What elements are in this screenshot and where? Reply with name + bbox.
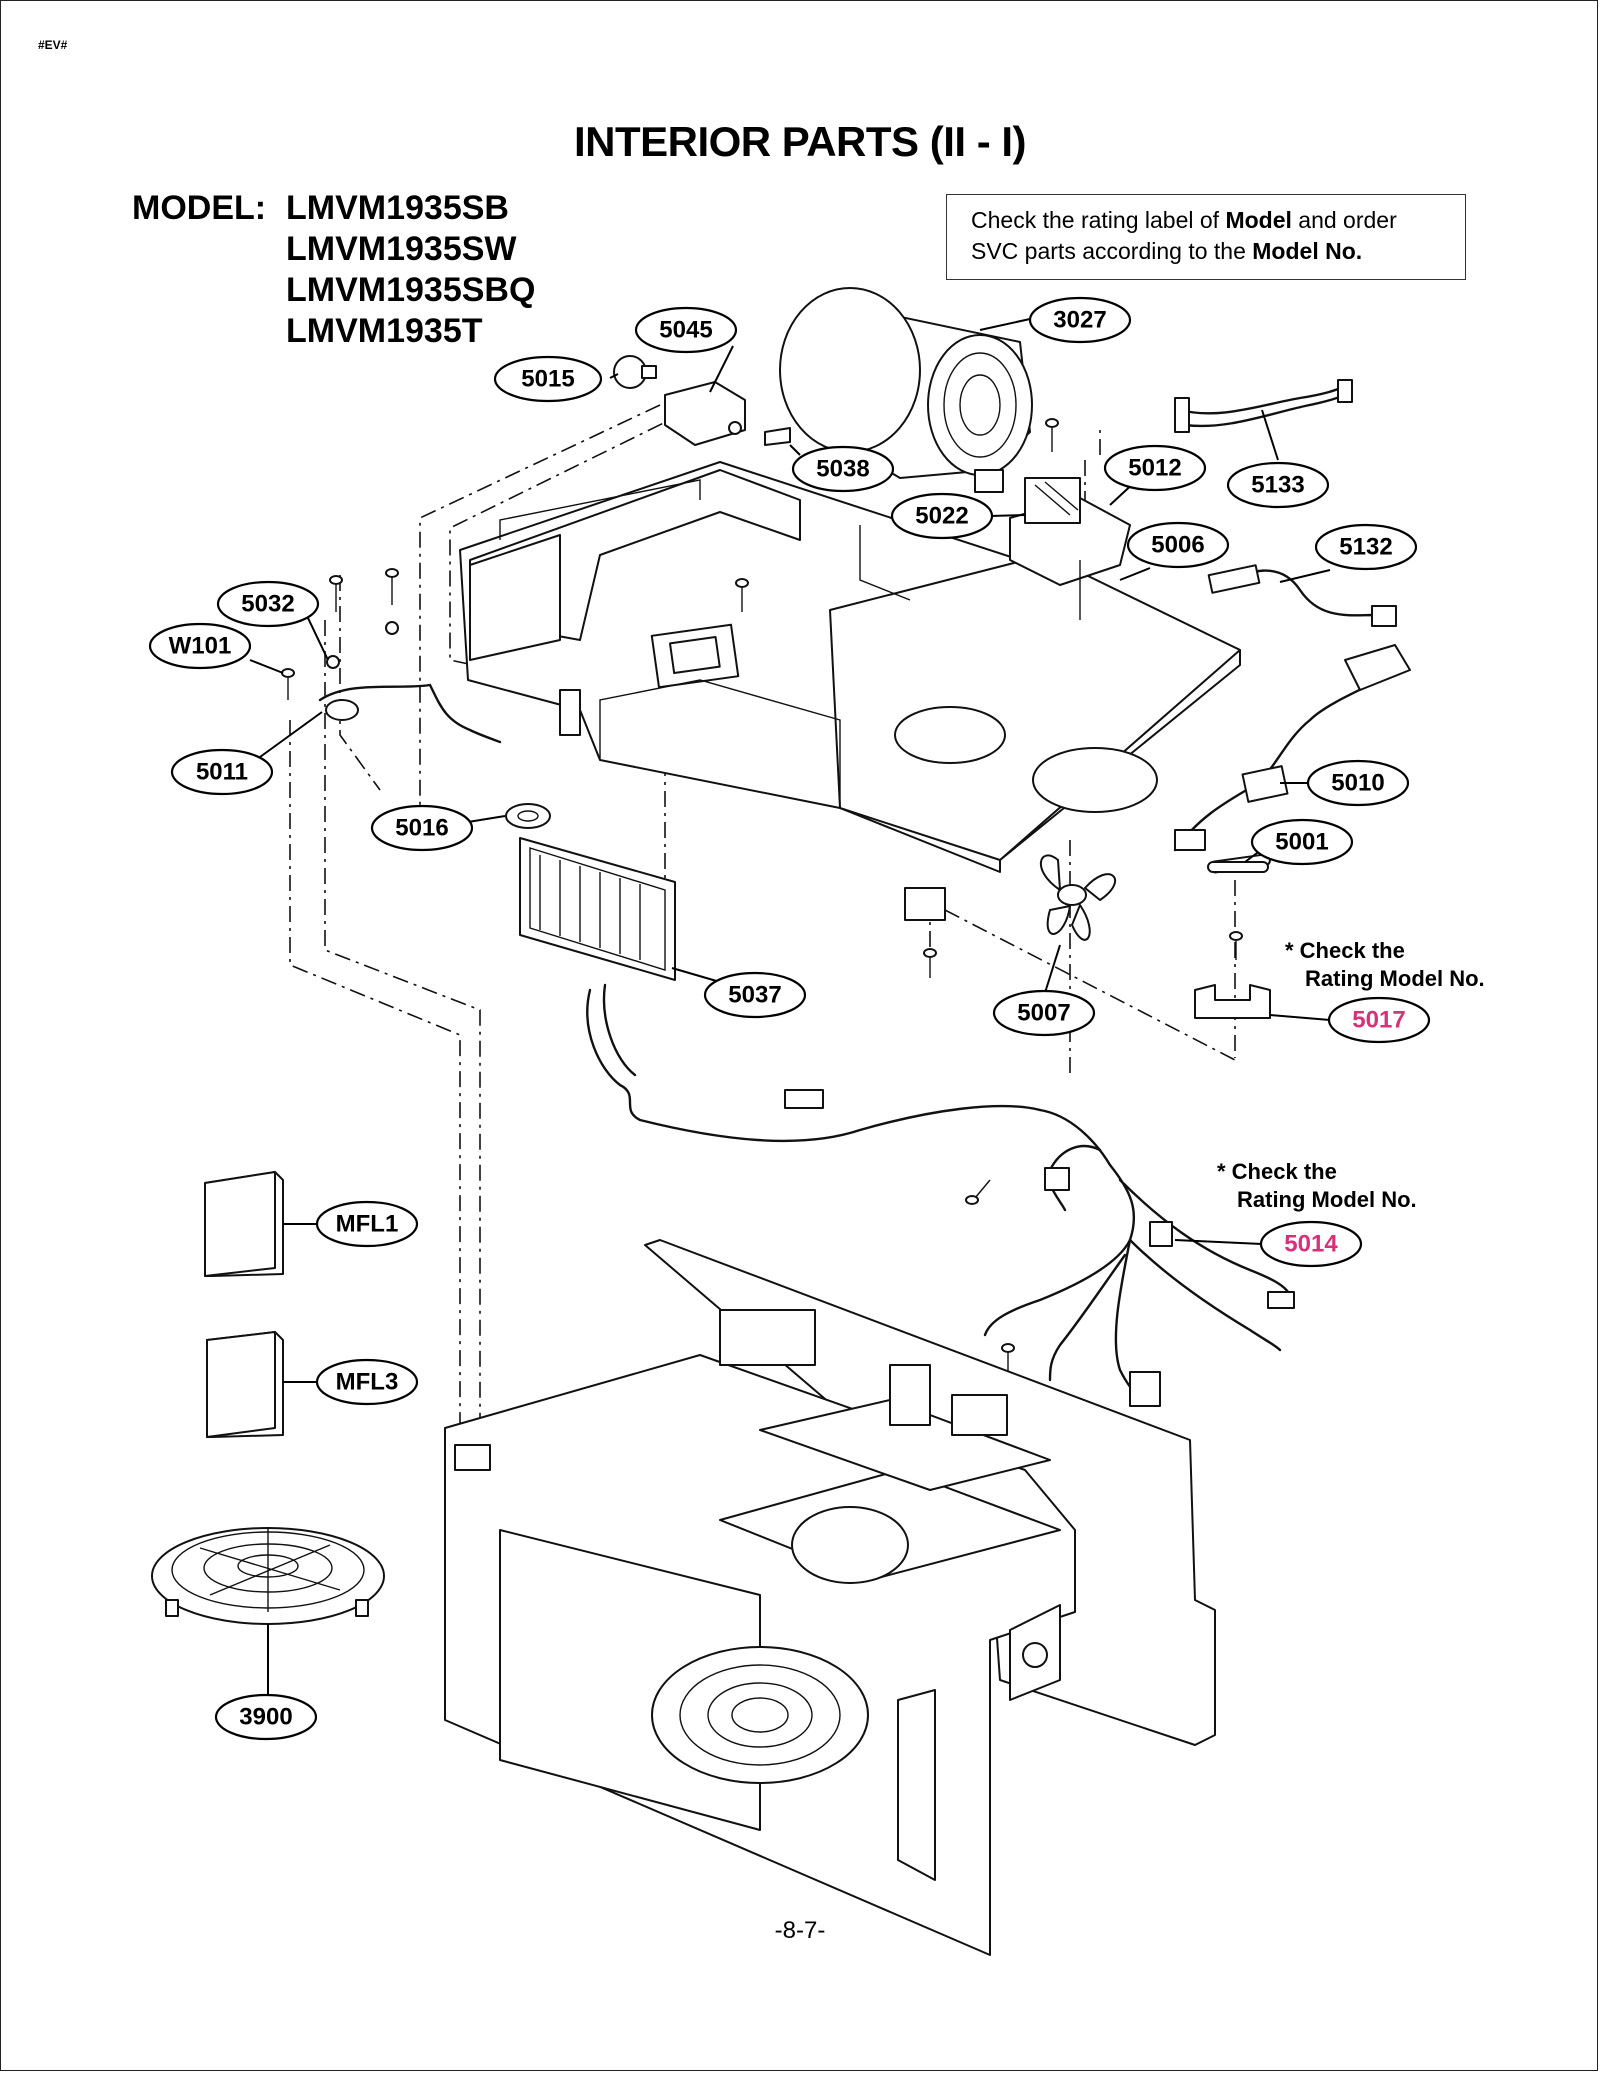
callout-label: 5017 bbox=[1352, 1007, 1405, 1034]
screws bbox=[281, 418, 1243, 1380]
callout-label: 5014 bbox=[1284, 1231, 1338, 1258]
wire-harnesses bbox=[1173, 379, 1411, 874]
callout-5037: 5037 bbox=[703, 971, 807, 1019]
check-rating-note: * Check the Rating Model No. bbox=[1285, 937, 1485, 993]
callout-5007: 5007 bbox=[992, 989, 1096, 1037]
check-note-line: Rating Model No. bbox=[1237, 1187, 1417, 1212]
callout-label: MFL1 bbox=[336, 1211, 399, 1238]
model-label: MODEL: bbox=[132, 189, 267, 227]
manual-booklets bbox=[204, 1171, 318, 1438]
callout-3027: 3027 bbox=[1028, 296, 1132, 344]
callout-5010: 5010 bbox=[1306, 759, 1410, 807]
callout-label: 5037 bbox=[728, 982, 781, 1009]
notice-bold: Model bbox=[1225, 207, 1292, 233]
model-list: LMVM1935SB LMVM1935SW LMVM1935SBQ LMVM19… bbox=[286, 188, 535, 352]
callout-label: 5045 bbox=[659, 317, 712, 344]
grease-filter bbox=[519, 837, 676, 981]
model-number: LMVM1935SBQ bbox=[286, 271, 536, 309]
model-number: LMVM1935SB bbox=[286, 189, 509, 227]
callout-5014: 5014 bbox=[1259, 1220, 1363, 1268]
callout-MFL1: MFL1 bbox=[315, 1200, 419, 1248]
callout-5132: 5132 bbox=[1314, 523, 1418, 571]
model-number: LMVM1935T bbox=[286, 312, 483, 350]
callout-label: 5016 bbox=[395, 815, 448, 842]
callout-label: 5015 bbox=[521, 366, 574, 393]
callout-label: 5007 bbox=[1017, 1000, 1070, 1027]
cooling-fan-blade bbox=[904, 854, 1117, 941]
thermostats bbox=[318, 621, 551, 829]
main-wire-harness bbox=[586, 983, 1295, 1407]
check-note-line: * Check the bbox=[1285, 938, 1405, 963]
page-title: INTERIOR PARTS (II - I) bbox=[573, 118, 1027, 165]
callout-label: 5012 bbox=[1128, 455, 1181, 482]
page-number: -8-7- bbox=[774, 1917, 826, 1944]
fan-motor bbox=[1009, 477, 1131, 620]
callout-label: 5001 bbox=[1275, 829, 1328, 856]
lamp-assembly bbox=[613, 355, 791, 446]
check-rating-note: * Check the Rating Model No. bbox=[1217, 1158, 1417, 1214]
callout-label: W101 bbox=[169, 633, 232, 660]
turntable-support bbox=[151, 1527, 385, 1694]
notice-bold: Model No. bbox=[1252, 238, 1363, 264]
callout-label: 5006 bbox=[1151, 532, 1204, 559]
callout-5022: 5022 bbox=[890, 492, 994, 540]
callout-5045: 5045 bbox=[634, 306, 738, 354]
callout-5001: 5001 bbox=[1250, 818, 1354, 866]
callout-label: 5132 bbox=[1339, 534, 1392, 561]
callout-5011: 5011 bbox=[170, 748, 274, 796]
fuse-and-switch bbox=[1194, 861, 1271, 1019]
callout-label: 5010 bbox=[1331, 770, 1384, 797]
callout-5032: 5032 bbox=[216, 580, 320, 628]
callout-label: 5133 bbox=[1251, 472, 1304, 499]
callout-5017: 5017 bbox=[1327, 996, 1431, 1044]
oven-cavity bbox=[444, 1239, 1216, 1956]
callout-W101: W101 bbox=[148, 622, 252, 670]
callout-5006: 5006 bbox=[1126, 521, 1230, 569]
callout-label: 5032 bbox=[241, 591, 294, 618]
callout-label: 5022 bbox=[915, 503, 968, 530]
callout-5015: 5015 bbox=[493, 355, 603, 403]
callout-label: 5038 bbox=[816, 456, 869, 483]
callout-5038: 5038 bbox=[791, 445, 895, 493]
callout-label: 3900 bbox=[239, 1704, 292, 1731]
callout-5016: 5016 bbox=[370, 804, 474, 852]
page-code: #EV# bbox=[38, 38, 68, 52]
rating-label-notice: Check the rating label of Model and orde… bbox=[946, 194, 1466, 280]
leader-lines bbox=[249, 318, 1331, 1245]
callout-5133: 5133 bbox=[1226, 461, 1330, 509]
callout-5012: 5012 bbox=[1103, 444, 1207, 492]
callout-MFL3: MFL3 bbox=[315, 1358, 419, 1406]
blower-fan bbox=[779, 287, 1033, 493]
callout-label: 3027 bbox=[1053, 307, 1106, 334]
callout-label: 5011 bbox=[196, 759, 248, 786]
notice-text: and order SVC parts according to the bbox=[971, 207, 1397, 264]
callout-label: MFL3 bbox=[336, 1369, 399, 1396]
check-note-line: * Check the bbox=[1217, 1159, 1337, 1184]
callout-3900: 3900 bbox=[214, 1693, 318, 1741]
model-number: LMVM1935SW bbox=[286, 230, 517, 268]
notice-text: Check the rating label of bbox=[971, 207, 1226, 233]
check-note-line: Rating Model No. bbox=[1305, 966, 1485, 991]
upper-chassis bbox=[459, 461, 1241, 873]
